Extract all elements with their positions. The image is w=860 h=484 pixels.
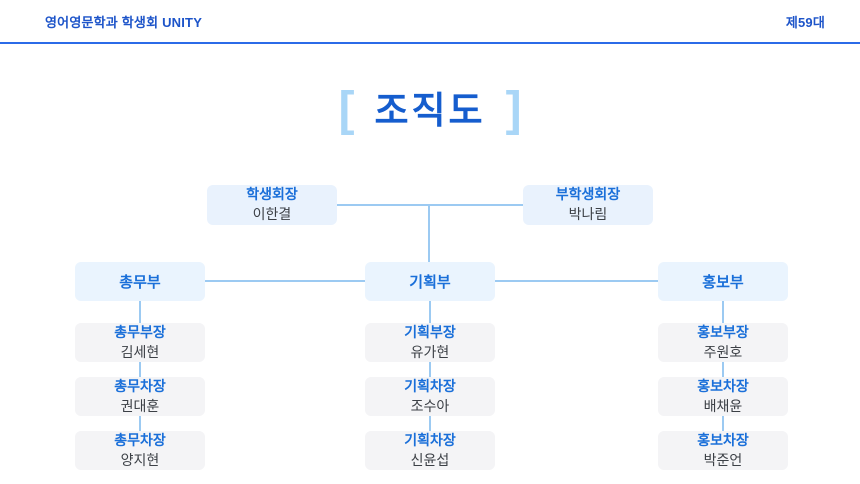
connector-center-vertical [428,204,430,262]
member-name: 조수아 [410,397,450,414]
department-box-public-relations: 홍보부 [658,262,788,301]
page-title: [ 조직도 ] [0,84,860,136]
member-box: 홍보부장 주원호 [658,323,788,362]
member-box: 기획부장 유가현 [365,323,495,362]
connector-dept-left [205,280,365,282]
member-name: 유가현 [410,343,450,360]
connector-col2-seg2 [429,362,431,377]
title-bracket-left: [ [338,83,355,136]
connector-president-vp [337,204,523,206]
member-title: 기획차장 [404,377,456,394]
member-title: 총무부장 [114,323,166,340]
member-name: 신윤섭 [410,451,450,468]
member-box: 기획차장 신윤섭 [365,431,495,470]
vice-president-title: 부학생회장 [555,186,621,203]
member-title: 홍보차장 [697,431,749,448]
header: 영어영문학과 학생회 UNITY 제59대 [0,0,860,44]
member-name: 김세현 [120,343,160,360]
connector-col3-seg1 [722,301,724,323]
member-box: 총무차장 권대훈 [75,377,205,416]
connector-col1-seg1 [139,301,141,323]
member-box: 총무차장 양지현 [75,431,205,470]
connector-col3-seg3 [722,416,724,431]
header-edition-label: 제59대 [785,14,825,30]
member-box: 홍보차장 배채윤 [658,377,788,416]
president-name: 이한결 [252,206,292,222]
member-name: 권대훈 [120,397,160,414]
connector-col2-seg1 [429,301,431,323]
member-name: 양지현 [120,451,160,468]
member-box: 기획차장 조수아 [365,377,495,416]
vice-president-box: 부학생회장 박나림 [523,185,653,225]
title-bracket-right: ] [505,83,522,136]
president-box: 학생회장 이한결 [207,185,337,225]
connector-col1-seg3 [139,416,141,431]
department-box-planning: 기획부 [365,262,495,301]
header-org-title: 영어영문학과 학생회 UNITY [45,14,203,30]
member-title: 기획차장 [404,431,456,448]
member-box: 홍보차장 박준언 [658,431,788,470]
page-title-text: 조직도 [374,89,486,131]
connector-col2-seg3 [429,416,431,431]
member-title: 기획부장 [404,323,456,340]
department-box-general-affairs: 총무부 [75,262,205,301]
member-name: 배채윤 [703,397,743,414]
member-title: 홍보차장 [697,377,749,394]
member-name: 박준언 [703,451,743,468]
connector-dept-right [495,280,658,282]
connector-col3-seg2 [722,362,724,377]
member-title: 홍보부장 [697,323,749,340]
member-title: 총무차장 [114,377,166,394]
member-name: 주원호 [703,343,743,360]
president-title: 학생회장 [246,186,298,203]
vice-president-name: 박나림 [568,206,608,222]
connector-col1-seg2 [139,362,141,377]
member-box: 총무부장 김세현 [75,323,205,362]
member-title: 총무차장 [114,431,166,448]
